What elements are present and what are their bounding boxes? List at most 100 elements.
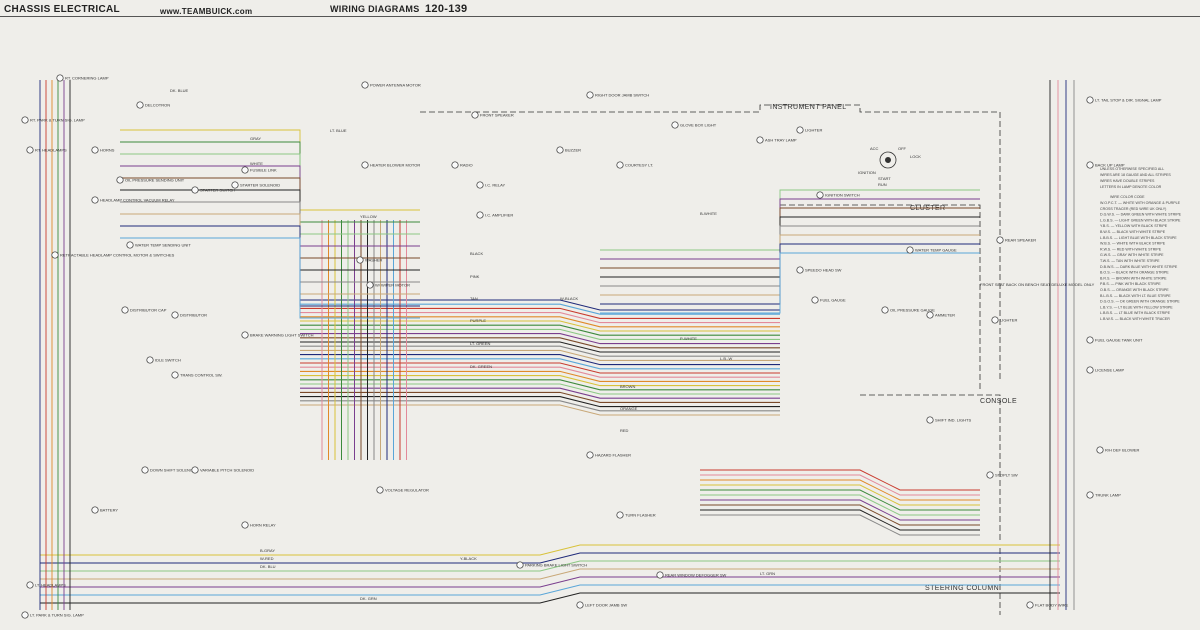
legend-code: D.B.W.S. — DARK BLUE WITH WHITE STRIPE <box>1100 265 1178 269</box>
legend-code: P.B.S. — PINK WITH BLACK STRIPE <box>1100 282 1161 286</box>
legend-code: R.W.S. — RED WITH WHITE STRIPE <box>1100 247 1162 251</box>
wiper-motor-symbol <box>366 281 374 289</box>
rt-park-symbol <box>21 116 29 124</box>
ic-amplifier-label: I.C. AMPLIFIER <box>485 213 513 218</box>
rear-run-wire <box>40 560 1060 572</box>
wire-label: TAN <box>470 296 478 301</box>
courtesy-lt-symbol <box>616 161 624 169</box>
rt-headlamps-label: RT. HEADLAMPS <box>35 148 67 153</box>
ic-relay-label: I.C. RELAY <box>485 183 505 188</box>
lt-headlamps-symbol <box>26 581 34 589</box>
fuel-gauge-symbol <box>811 296 819 304</box>
starter-solenoid-label: STARTER SOLENOID <box>240 183 280 188</box>
component-glove-box: GLOVE BOX LIGHT <box>671 121 717 129</box>
turn-flasher-symbol <box>616 511 624 519</box>
console-label: CONSOLE <box>980 398 1017 405</box>
turn-flasher-label: TURN FLASHER <box>625 513 656 518</box>
legend-code: W.B.S. — WHITE WITH BLACK STRIPE <box>1100 242 1166 246</box>
washer-label: WASHER <box>365 258 383 263</box>
water-temp-symbol <box>126 241 134 249</box>
oil-pressure-gauge-label: OIL PRESSURE GAUGE <box>890 308 935 313</box>
component-lighter-rear: LIGHTER <box>991 316 1017 324</box>
starter-switch-label: STARTER SWITCH <box>200 188 235 193</box>
battery-label: BATTERY <box>100 508 118 513</box>
legend-title: WIRE COLOR CODE <box>1110 195 1145 199</box>
trunk-wire <box>300 404 780 416</box>
legend-note: LETTERS IN LAMP DENOTE COLOR <box>1100 185 1162 189</box>
component-parking-brake: PARKING BRAKE LIGHT SWITCH <box>516 561 587 569</box>
legend-code: B.L.B.S. — BLACK WITH LT. BLUE STRIPE <box>1100 294 1171 298</box>
legend-code: G.W.S. — GRAY WITH WHITE STRIPE <box>1100 253 1164 257</box>
wire-label: DK. GREEN <box>470 364 492 369</box>
oil-pressure-label: OIL PRESSURE SENDING UNIT <box>125 178 185 183</box>
component-rt-door-jamb: RIGHT DOOR JAMB SWITCH <box>586 91 649 99</box>
trunk-wire <box>300 396 780 408</box>
component-wiper-motor: W/ WIPER MOTOR <box>366 281 410 289</box>
page-range: 120-139 <box>425 3 468 15</box>
component-horn-relay: HORN RELAY <box>241 521 276 529</box>
fuel-gauge-tank-symbol <box>1086 336 1094 344</box>
legend-code: D.G.O.S. — DK GREEN WITH ORANGE STRIPE <box>1100 300 1180 304</box>
trunk-wire <box>300 349 780 361</box>
panel-wire <box>600 252 980 314</box>
component-rt-park: RT. PARK & TURN SIG. LAMP <box>21 116 85 124</box>
component-headlamp-control: HEADLAMP CONTROL VACUUM RELAY <box>91 196 175 204</box>
component-buzzer: BUZZER <box>556 146 581 154</box>
legend-code: T.W.S. — TAN WITH WHITE STRIPE <box>1100 259 1160 263</box>
component-lt-tail: LT. TAIL STOP & DIR. SIGNAL LAMP <box>1086 96 1162 104</box>
component-fusible-link: FUSIBLE LINK <box>241 166 277 174</box>
idle-switch-symbol <box>146 356 154 364</box>
parking-brake-symbol <box>516 561 524 569</box>
component-fuel-gauge: FUEL GAUGE <box>811 296 846 304</box>
wire-label: B-WHITE <box>700 211 717 216</box>
lighter-symbol <box>796 126 804 134</box>
component-power-antenna: POWER ANTENNA MOTOR <box>361 81 421 89</box>
header-rule <box>0 16 1200 17</box>
site-url: www.TEAMBUICK.com <box>160 7 253 16</box>
headlamp-control-label: HEADLAMP CONTROL VACUUM RELAY <box>100 198 175 203</box>
legend-note: UNLESS OTHERWISE SPECIFIED ALL <box>1100 167 1164 171</box>
ic-relay-symbol <box>476 181 484 189</box>
rear-run-wire <box>40 552 1060 564</box>
voltage-reg-symbol <box>376 486 384 494</box>
wire-label: LT. GREEN <box>470 341 490 346</box>
trunk-wire <box>300 375 780 387</box>
wire-label: DK. BLUE <box>170 88 189 93</box>
glove-box-symbol <box>671 121 679 129</box>
trunk-wire <box>300 303 780 315</box>
trunk-wire <box>300 391 780 403</box>
legend-code: B.W.S. — BLACK WITH WHITE STRIPE <box>1100 230 1166 234</box>
component-washer: WASHER <box>356 256 383 264</box>
oil-pressure-symbol <box>116 176 124 184</box>
legend-note: WIRES ARE 18 GAUGE AND ALL STRIPES <box>1100 173 1171 177</box>
column-wire <box>700 484 980 506</box>
trunk-wire <box>300 316 780 328</box>
component-variable-pitch: VARIABLE PITCH SOLENOID <box>191 466 254 474</box>
trunk-wire <box>300 337 780 349</box>
distributor-cap-symbol <box>121 306 129 314</box>
rear-run-wire <box>40 584 1060 596</box>
heater-blower-symbol <box>361 161 369 169</box>
ignition-switch-symbol <box>816 191 824 199</box>
brake-warning-symbol <box>241 331 249 339</box>
trans-control-label: TRANS CONTROL SW. <box>180 373 223 378</box>
lt-park-symbol <box>21 611 29 619</box>
component-turn-flasher: TURN FLASHER <box>616 511 656 519</box>
component-rt-headlamps: RT. HEADLAMPS <box>26 146 67 154</box>
trunk-wire <box>300 324 780 336</box>
trunk-wire <box>300 370 780 382</box>
front-speaker-symbol <box>471 111 479 119</box>
trunk-wire <box>300 333 780 345</box>
rear-run-wire <box>40 592 1060 604</box>
legend-code: L.B.B.S. — LT BLUE WITH BLACK STRIPE <box>1100 311 1171 315</box>
wire-label: PURPLE <box>470 318 486 323</box>
component-distributor: DISTRIBUTOR <box>171 311 207 319</box>
trans-control-symbol <box>171 371 179 379</box>
diagram-title: WIRING DIAGRAMS <box>330 4 420 14</box>
trunk-wire <box>300 387 780 399</box>
heater-blower-label: HEATER BLOWER MOTOR <box>370 163 420 168</box>
wire-color-legend: UNLESS OTHERWISE SPECIFIED ALL WIRES ARE … <box>1100 167 1182 321</box>
oil-pressure-gauge-symbol <box>881 306 889 314</box>
distributor-symbol <box>171 311 179 319</box>
